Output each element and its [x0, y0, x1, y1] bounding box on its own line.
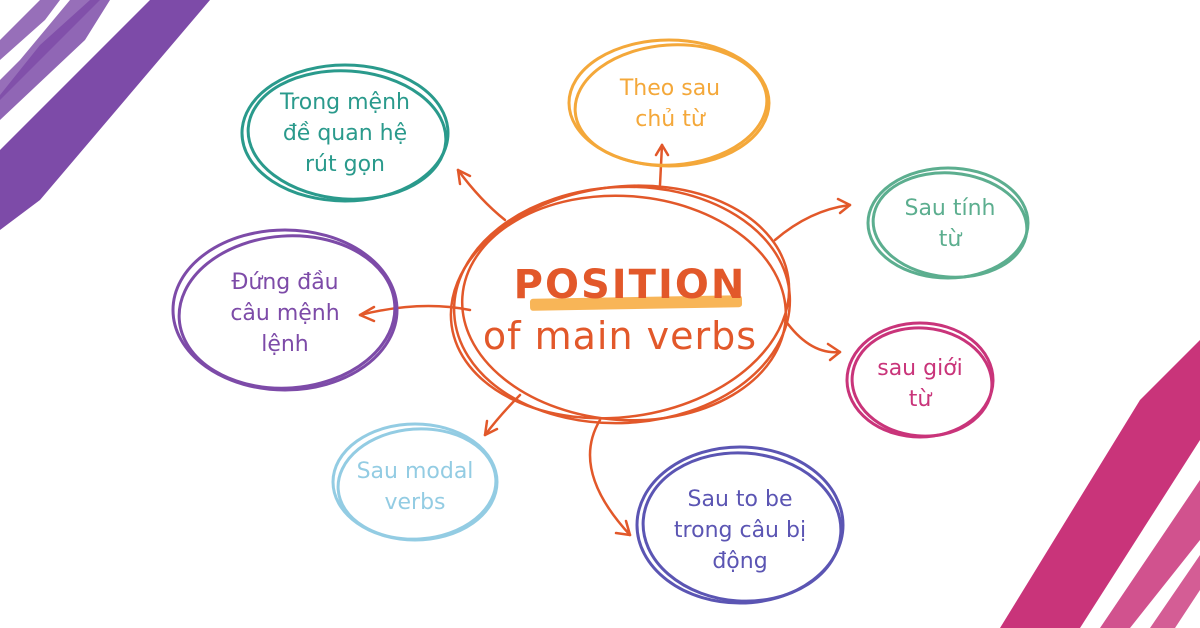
- node-text-line: verbs: [384, 490, 446, 515]
- node-imperative: Đứng đầu câu mệnh lệnh: [190, 265, 380, 361]
- node-after-modal: Sau modal verbs: [340, 455, 490, 519]
- node-passive-voice: Sau to be trong câu bị động: [650, 482, 830, 578]
- node-text-line: Sau modal: [356, 459, 474, 484]
- node-after-adjective: Sau tính từ: [875, 192, 1025, 256]
- center-title: POSITION: [513, 262, 747, 308]
- brush-stroke-bottom-right: [1000, 340, 1200, 628]
- node-text-line: câu mệnh: [230, 300, 340, 326]
- node-after-preposition: sau giới từ: [850, 352, 990, 416]
- node-text-line: chủ từ: [635, 107, 705, 132]
- node-text-line: lệnh: [261, 331, 309, 357]
- node-text-line: Trong mệnh: [280, 89, 410, 115]
- node-text-line: sau giới: [877, 356, 963, 381]
- center-title-block: POSITION of main verbs: [470, 262, 790, 358]
- node-text-line: Sau tính: [904, 196, 996, 221]
- node-text-line: Theo sau: [619, 76, 721, 101]
- node-text-line: Đứng đầu: [231, 269, 339, 295]
- node-text-line: đề quan hệ: [282, 120, 408, 146]
- node-text-line: rút gọn: [305, 151, 385, 177]
- brush-stroke-top-left: [0, 0, 210, 230]
- node-after-subject: Theo sau chủ từ: [580, 72, 760, 136]
- node-text-line: trong câu bị: [673, 517, 807, 543]
- arrows: [358, 143, 852, 537]
- center-subtitle: of main verbs: [482, 314, 758, 358]
- node-ellipses: [171, 38, 1030, 605]
- node-text-line: Sau to be: [687, 486, 793, 512]
- node-text-line: động: [712, 548, 768, 574]
- node-text-line: từ: [938, 227, 962, 252]
- node-text-line: từ: [908, 387, 932, 412]
- node-relative-clause: Trong mệnh đề quan hệ rút gọn: [250, 85, 440, 181]
